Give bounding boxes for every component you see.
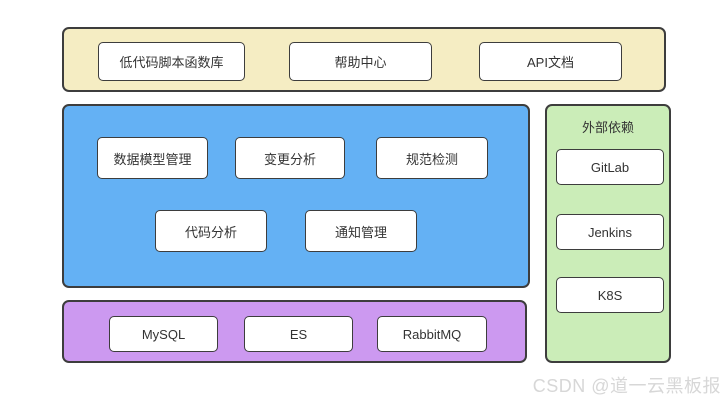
- node-spec-detection: 规范检测: [376, 137, 488, 179]
- node-label: GitLab: [590, 159, 630, 175]
- node-label: 数据模型管理: [113, 151, 192, 167]
- external-dependencies-band: 外部依赖 GitLab Jenkins K8S: [545, 104, 671, 363]
- node-help-center: 帮助中心: [289, 42, 432, 81]
- csdn-watermark: CSDN @道一云黑板报: [532, 376, 721, 396]
- node-api-docs: API文档: [479, 42, 622, 81]
- core-services-band: 数据模型管理 变更分析 规范检测 代码分析 通知管理: [62, 104, 530, 288]
- node-label: ES: [289, 326, 308, 342]
- node-es: ES: [244, 316, 353, 352]
- node-gitlab: GitLab: [556, 149, 664, 185]
- top-band-docs: 低代码脚本函数库 帮助中心 API文档: [62, 27, 666, 92]
- node-jenkins: Jenkins: [556, 214, 664, 250]
- node-label: K8S: [597, 287, 623, 303]
- node-label: 通知管理: [334, 224, 387, 240]
- node-label: 代码分析: [184, 224, 237, 240]
- node-notification-management: 通知管理: [305, 210, 417, 252]
- node-mysql: MySQL: [109, 316, 218, 352]
- external-dependencies-title: 外部依赖: [581, 120, 634, 135]
- node-rabbitmq: RabbitMQ: [377, 316, 487, 352]
- node-label: Jenkins: [587, 224, 633, 240]
- node-code-analysis: 代码分析: [155, 210, 267, 252]
- node-change-analysis: 变更分析: [235, 137, 345, 179]
- node-label: 帮助中心: [334, 55, 387, 70]
- node-label: MySQL: [141, 326, 186, 342]
- node-label: 低代码脚本函数库: [119, 55, 224, 70]
- node-label: 规范检测: [405, 151, 458, 167]
- node-k8s: K8S: [556, 277, 664, 313]
- node-label: RabbitMQ: [402, 326, 462, 342]
- node-label: 变更分析: [263, 151, 316, 167]
- node-lowcode-script-library: 低代码脚本函数库: [98, 42, 245, 81]
- middleware-band: MySQL ES RabbitMQ: [62, 300, 527, 363]
- node-label: API文档: [527, 55, 574, 70]
- node-data-model-management: 数据模型管理: [97, 137, 208, 179]
